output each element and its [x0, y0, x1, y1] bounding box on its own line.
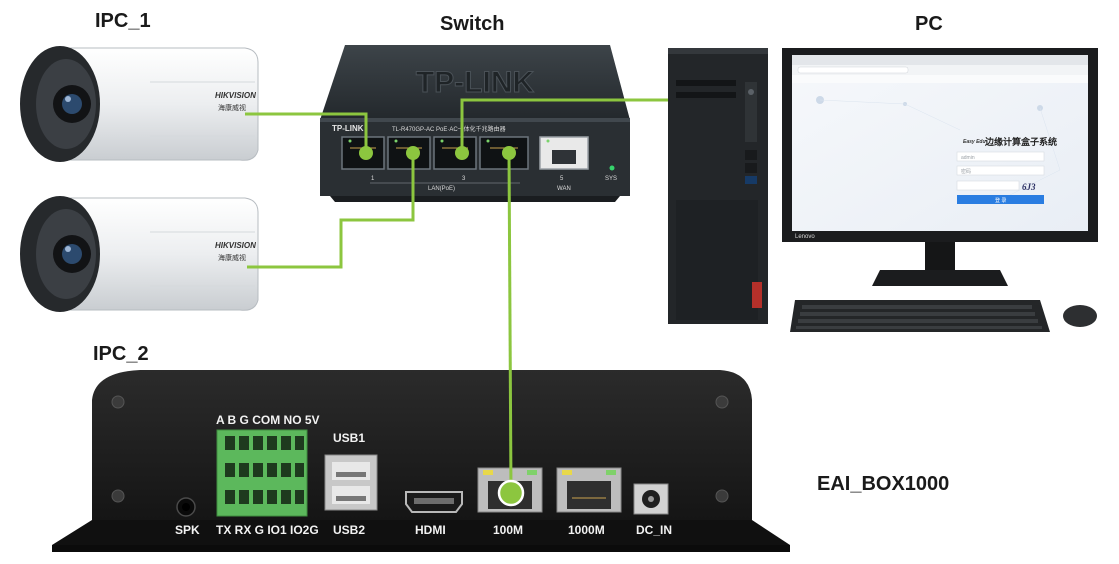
- box-label: EAI_BOX1000: [817, 473, 949, 495]
- keyboard: [790, 300, 1050, 332]
- switch-port5-num: 5: [560, 176, 564, 182]
- switch-port1-num: 1: [371, 176, 375, 182]
- switch-model: TL-R470GP-AC PoE·AC一体化千兆路由器: [392, 125, 506, 133]
- monitor-brand: Lenovo: [795, 234, 815, 240]
- eth1000-label: 1000M: [568, 523, 605, 537]
- mouse: [1063, 305, 1097, 327]
- cable-box-switch: [507, 151, 513, 492]
- switch-port3-num: 3: [462, 176, 466, 182]
- switch-brand-top: TP-LINK: [416, 66, 535, 99]
- switch-sys-label: SYS: [605, 176, 617, 182]
- cable-ipc2-switch: [247, 152, 415, 269]
- login-button[interactable]: [957, 195, 1044, 204]
- usb1-label: USB1: [333, 431, 365, 445]
- spk-label: SPK: [175, 523, 200, 537]
- dc-label: DC_IN: [636, 523, 672, 537]
- login-title: 边缘计算盒子系统: [984, 136, 1057, 147]
- usb2-label: USB2: [333, 523, 365, 537]
- switch-label: Switch: [440, 13, 504, 35]
- pc-monitor: Easy Edu 边缘计算盒子系统 admin 密码 6J3 登 录 Lenov…: [782, 48, 1098, 286]
- login-captcha-field[interactable]: [956, 180, 1020, 191]
- ipc2-label: IPC_2: [93, 343, 149, 365]
- cable-ipc1-switch: [245, 112, 368, 150]
- switch-lan-label: LAN(PoE): [428, 186, 455, 192]
- ipc1-label: IPC_1: [95, 10, 151, 32]
- cable-pc-switch: [460, 98, 668, 150]
- pc-tower: [668, 48, 768, 324]
- pc-label: PC: [915, 13, 943, 35]
- login-button-text: 登 录: [995, 197, 1006, 204]
- ipc2-camera: HIKVISION 海康威视: [20, 196, 259, 312]
- ipc1-brand-cn: 海康威视: [218, 103, 246, 112]
- cable-endpoints: [359, 146, 525, 507]
- cables: [245, 98, 668, 492]
- hdmi-label: HDMI: [415, 523, 446, 537]
- login-pass-field[interactable]: [956, 165, 1045, 176]
- login-logo: Easy Edu: [963, 139, 986, 145]
- ipc1-camera: HIKVISION 海康威视: [20, 46, 259, 162]
- terminal-bottom-label: TX RX G IO1 IO2G: [216, 523, 319, 537]
- login-captcha: 6J3: [1022, 182, 1036, 192]
- login-user-field[interactable]: [956, 151, 1045, 162]
- switch-wan-label: WAN: [557, 186, 571, 192]
- login-pass-text: 密码: [961, 168, 971, 175]
- terminal-top-label: A B G COM NO 5V: [216, 413, 320, 427]
- login-user-text: admin: [961, 155, 975, 161]
- eth100-label: 100M: [493, 523, 523, 537]
- eai-box: A B G COM NO 5V TX RX G IO1 IO2G SPK USB…: [52, 370, 790, 552]
- ipc2-brand: HIKVISION: [215, 241, 256, 250]
- ipc1-brand: HIKVISION: [215, 91, 256, 100]
- switch-brand-small: TP-LINK: [332, 124, 364, 133]
- ipc2-brand-cn: 海康威视: [218, 253, 246, 262]
